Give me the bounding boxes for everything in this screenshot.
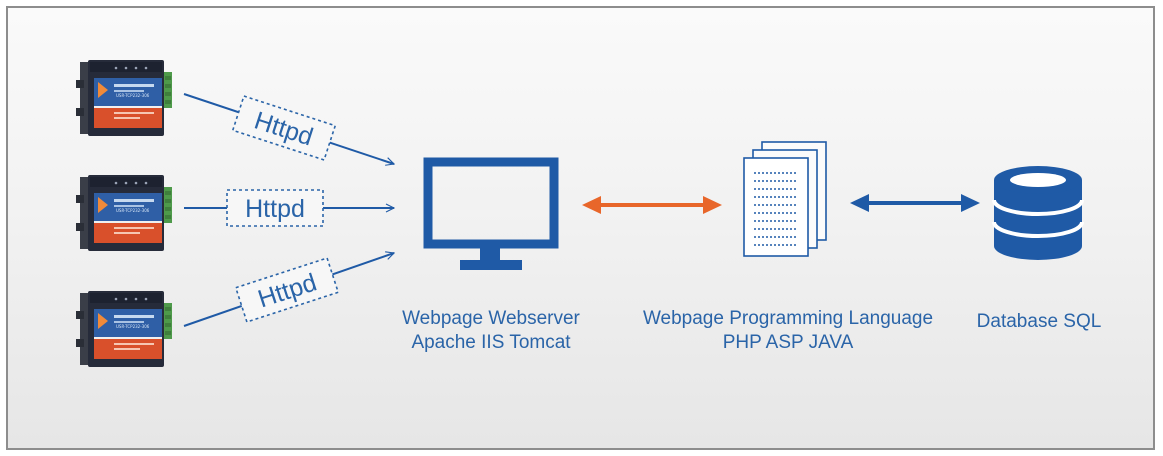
device-label: USR-TCP232-306: [116, 324, 150, 329]
database-label-line1: Database SQL: [976, 311, 1102, 332]
webserver-label-line2: Apache IIS Tomcat: [411, 332, 571, 353]
language-label-line1: Webpage Programming Language: [642, 308, 934, 329]
device-label: USR-TCP232-306: [116, 208, 150, 213]
language-label: Webpage Programming Language PHP ASP JAV…: [628, 307, 948, 355]
webserver-label-line1: Webpage Webserver: [402, 308, 580, 329]
diagram-canvas: USR-TCP232-306 USR-TCP232-306 USR-TCP232…: [76, 60, 1084, 367]
database-label: Database SQL: [964, 310, 1114, 334]
serial-device-3: USR-TCP232-306: [76, 291, 172, 367]
device-label: USR-TCP232-306: [116, 93, 150, 98]
monitor-icon: [423, 157, 559, 270]
serial-device-1: USR-TCP232-306: [76, 60, 172, 136]
language-label-line2: PHP ASP JAVA: [722, 332, 854, 353]
httpd-label-top: Httpd: [231, 95, 337, 161]
httpd-label-middle: Httpd: [226, 189, 324, 227]
database-icon: [992, 166, 1084, 260]
webserver-label: Webpage Webserver Apache IIS Tomcat: [386, 307, 596, 355]
svg-text:Httpd: Httpd: [245, 195, 305, 223]
diagram-frame: USR-TCP232-306 USR-TCP232-306 USR-TCP232…: [6, 6, 1155, 450]
document-stack-icon: [743, 141, 827, 257]
serial-device-2: USR-TCP232-306: [76, 175, 172, 251]
httpd-label-bottom: Httpd: [234, 257, 340, 323]
bidirectional-arrow-orange: [582, 196, 722, 214]
bidirectional-arrow-blue: [850, 194, 980, 212]
